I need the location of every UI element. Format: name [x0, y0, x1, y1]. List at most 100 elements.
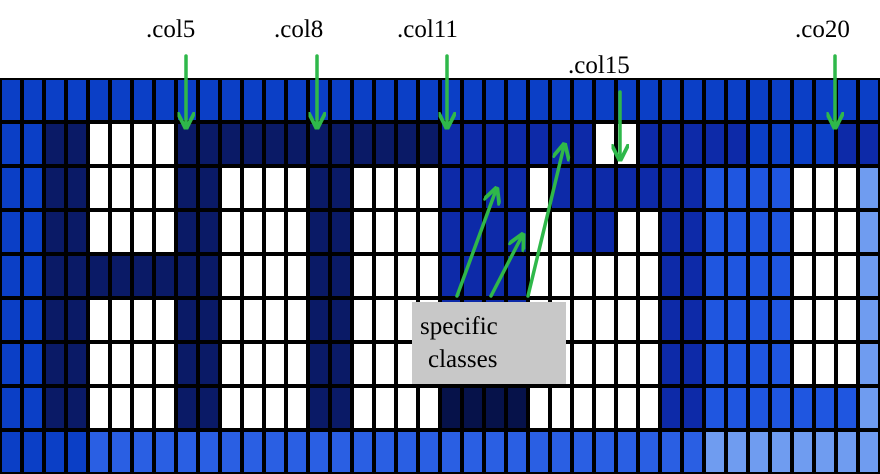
- grid-cell: [0, 78, 22, 122]
- grid-cell: [22, 386, 44, 430]
- grid-cell: [176, 386, 198, 430]
- grid-cell: [220, 386, 242, 430]
- grid-cell: [22, 254, 44, 298]
- label-co20: .co20: [795, 16, 850, 43]
- grid-cell: [506, 122, 528, 166]
- grid-cell: [220, 254, 242, 298]
- grid-cell: [682, 210, 704, 254]
- grid-cell: [462, 78, 484, 122]
- grid-cell: [0, 254, 22, 298]
- grid-cell: [704, 210, 726, 254]
- grid-cell: [264, 210, 286, 254]
- grid-cell: [858, 122, 880, 166]
- grid-cell: [858, 210, 880, 254]
- grid-cell: [682, 166, 704, 210]
- grid-cell: [418, 210, 440, 254]
- grid-cell: [814, 298, 836, 342]
- grid-cell: [660, 342, 682, 386]
- grid-cell: [110, 430, 132, 474]
- grid-cell: [770, 210, 792, 254]
- grid-cell: [770, 166, 792, 210]
- grid-cell: [374, 210, 396, 254]
- grid-cell: [660, 430, 682, 474]
- grid-cell: [132, 122, 154, 166]
- grid-cell: [242, 342, 264, 386]
- grid-cell: [330, 166, 352, 210]
- grid-cell: [110, 210, 132, 254]
- grid-cell: [286, 254, 308, 298]
- grid-cell: [308, 342, 330, 386]
- grid-cell: [308, 210, 330, 254]
- grid-cell: [440, 166, 462, 210]
- grid-cell: [396, 78, 418, 122]
- grid-cell: [330, 386, 352, 430]
- grid-cell: [220, 342, 242, 386]
- grid-cell: [858, 78, 880, 122]
- grid-cell: [704, 166, 726, 210]
- grid-cell: [132, 210, 154, 254]
- grid-cell: [572, 166, 594, 210]
- grid-cell: [330, 298, 352, 342]
- grid-cell: [308, 166, 330, 210]
- grid-cell: [0, 166, 22, 210]
- grid-cell: [638, 254, 660, 298]
- grid-cell: [726, 78, 748, 122]
- grid-cell: [44, 122, 66, 166]
- grid-cell: [110, 254, 132, 298]
- grid-cell: [550, 386, 572, 430]
- grid-cell: [88, 298, 110, 342]
- grid-cell: [66, 386, 88, 430]
- grid-cell: [792, 78, 814, 122]
- grid-cell: [836, 166, 858, 210]
- grid-cell: [66, 210, 88, 254]
- grid-cell: [374, 254, 396, 298]
- grid-cell: [550, 430, 572, 474]
- grid-cell: [242, 386, 264, 430]
- grid-cell: [264, 298, 286, 342]
- grid-cell: [132, 78, 154, 122]
- grid-cell: [506, 78, 528, 122]
- grid-cell: [792, 166, 814, 210]
- grid-cell: [594, 78, 616, 122]
- grid-cell: [22, 342, 44, 386]
- grid-cell: [462, 166, 484, 210]
- grid-cell: [374, 122, 396, 166]
- grid-cell: [242, 254, 264, 298]
- grid-cell: [352, 342, 374, 386]
- grid-cell: [858, 386, 880, 430]
- grid-cell: [396, 386, 418, 430]
- grid-cell: [484, 254, 506, 298]
- grid-cell: [66, 166, 88, 210]
- grid-cell: [528, 122, 550, 166]
- grid-cell: [814, 210, 836, 254]
- grid-cell: [374, 78, 396, 122]
- grid-cell: [440, 430, 462, 474]
- grid-cell: [704, 386, 726, 430]
- grid-cell: [594, 166, 616, 210]
- grid-cell: [88, 166, 110, 210]
- grid-cell: [0, 386, 22, 430]
- grid-cell: [660, 254, 682, 298]
- grid-cell: [374, 166, 396, 210]
- grid-cell: [462, 210, 484, 254]
- grid-cell: [154, 342, 176, 386]
- grid-cell: [594, 254, 616, 298]
- grid-cell: [616, 254, 638, 298]
- grid-cell: [528, 386, 550, 430]
- grid-cell: [528, 78, 550, 122]
- grid-cell: [528, 430, 550, 474]
- grid-cell: [616, 342, 638, 386]
- grid-cell: [110, 78, 132, 122]
- grid-cell: [242, 298, 264, 342]
- grid-cell: [418, 254, 440, 298]
- grid-cell: [154, 122, 176, 166]
- grid-cell: [484, 210, 506, 254]
- grid-cell: [792, 298, 814, 342]
- grid-cell: [396, 210, 418, 254]
- grid-cell: [374, 298, 396, 342]
- grid-cell: [396, 430, 418, 474]
- grid-cell: [22, 166, 44, 210]
- grid-cell: [638, 298, 660, 342]
- label-col15: .col15: [568, 52, 630, 79]
